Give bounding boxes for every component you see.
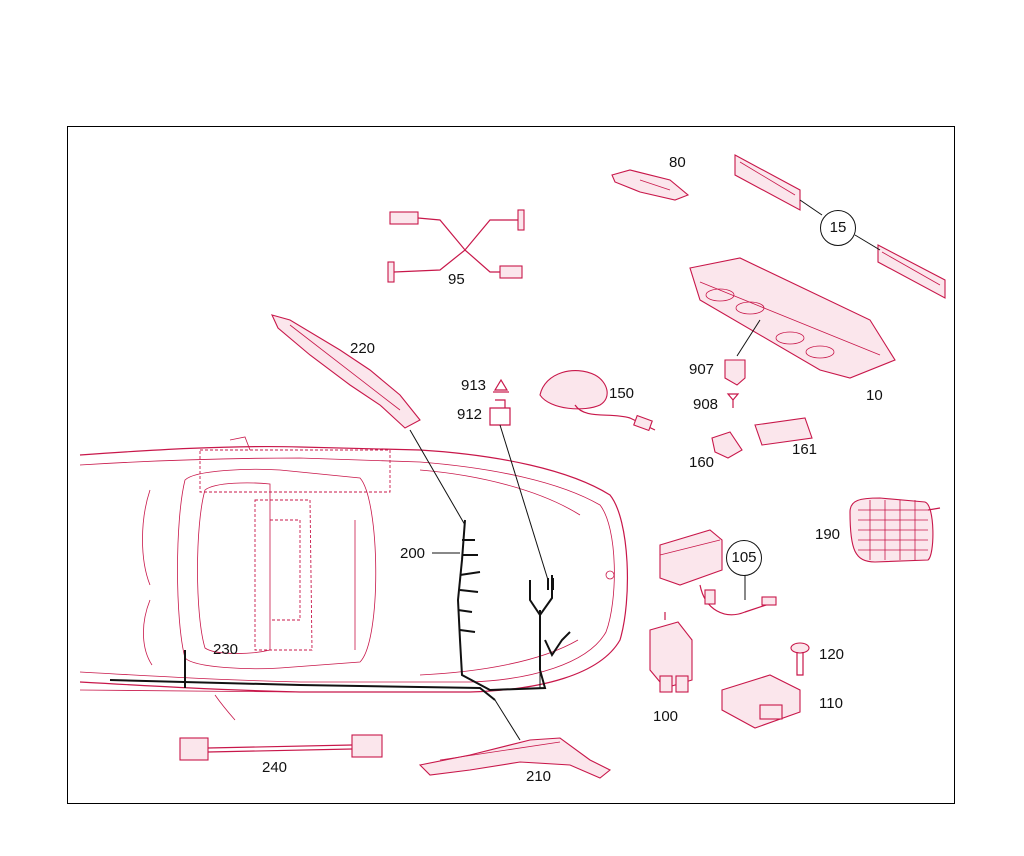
main-wiring-harness: [109, 519, 571, 701]
diagram-frame: [67, 126, 955, 804]
label-240: 240: [262, 759, 288, 776]
label-100: 100: [653, 708, 679, 725]
label-220: 220: [350, 340, 376, 357]
label-210: 210: [526, 768, 552, 785]
part-100-amplifier: [649, 612, 693, 693]
label-907: 907: [689, 361, 715, 378]
part-150-antenna: [539, 370, 656, 432]
label-912: 912: [457, 406, 483, 423]
part-190-lamp: [849, 497, 941, 563]
label-230: 230: [213, 641, 239, 658]
part-10-main-module: [689, 257, 896, 379]
part-15-modules: [734, 154, 946, 299]
label-913: 913: [461, 377, 487, 394]
part-220-duct: [271, 314, 421, 429]
part-210-duct: [418, 737, 612, 779]
part-912-913: [489, 378, 549, 581]
part-160-161: [711, 417, 813, 459]
label-110: 110: [819, 695, 843, 712]
part-80: [611, 169, 690, 201]
label-190: 190: [815, 526, 841, 543]
label-10: 10: [866, 387, 883, 404]
label-161: 161: [792, 441, 818, 458]
label-105: 105: [726, 540, 762, 576]
label-160: 160: [689, 454, 715, 471]
part-105-module: [659, 529, 777, 616]
label-908: 908: [693, 396, 719, 413]
label-80: 80: [669, 154, 686, 171]
label-15: 15: [820, 210, 856, 246]
label-95: 95: [448, 271, 465, 288]
car-body-outline: [79, 436, 629, 721]
label-150: 150: [609, 385, 635, 402]
part-110-control-unit: [721, 674, 801, 729]
label-120: 120: [819, 646, 845, 663]
part-95-adapter-cable: [387, 209, 525, 283]
part-907-908: [724, 319, 761, 408]
leader-lines: [409, 429, 541, 741]
part-240-cable: [179, 734, 383, 761]
part-120-screw: [790, 642, 810, 676]
label-200: 200: [400, 545, 426, 562]
